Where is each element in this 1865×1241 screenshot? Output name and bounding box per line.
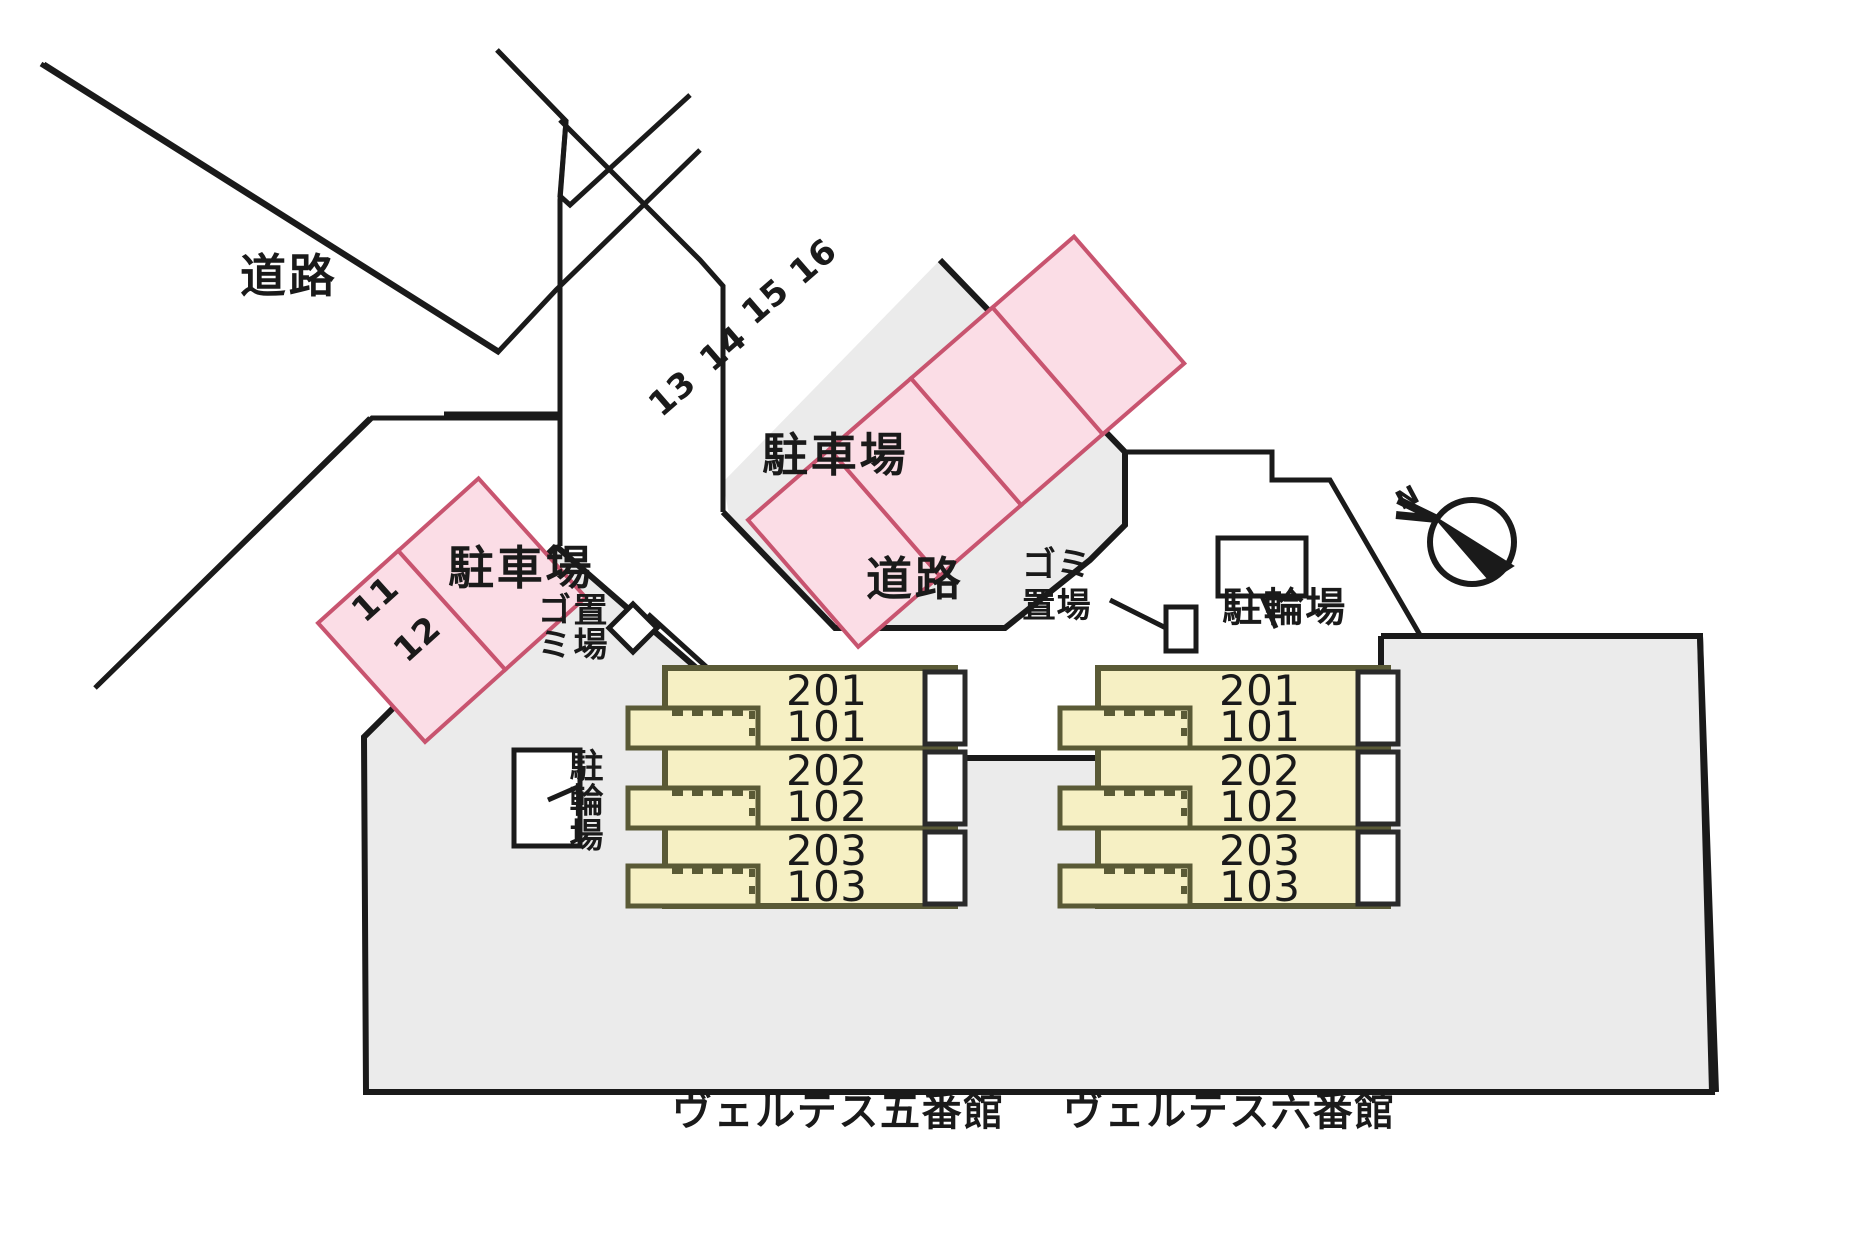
site-right-top-edge [1381, 633, 1719, 1093]
garbage-west-marker[interactable] [605, 600, 661, 656]
road-to-north-lot [558, 118, 726, 512]
building-1-unit-102: 102 [786, 782, 868, 831]
building-2-unit-101: 101 [1219, 702, 1301, 751]
building-2-stair-2 [1355, 749, 1401, 827]
garbage-label-west-line1: ゴミ [531, 592, 571, 662]
bicycle-parking-west-box[interactable] [511, 747, 583, 849]
garbage-east-leader [1108, 597, 1168, 631]
building-1-name: ヴェルテス五番館 [672, 1089, 1005, 1135]
building-1-unit-101: 101 [786, 702, 868, 751]
garbage-east-marker-group [1108, 597, 1199, 654]
bicycle-parking-label-west: 駐輪場 [563, 748, 603, 853]
north-parking-stall-group [745, 233, 1188, 650]
building-1-unit-201: 201 [786, 666, 868, 715]
garbage-label-west: ゴミ 置場 [531, 592, 607, 662]
bicycle-parking-west-group [511, 747, 583, 849]
building-2-unit-102: 102 [1219, 782, 1301, 831]
building-1-stair-2 [922, 749, 968, 827]
building-2-group [1057, 665, 1401, 909]
compass-needle-icon [1435, 517, 1515, 582]
compass-rose [1395, 496, 1517, 587]
building-1-stair-3 [922, 829, 968, 907]
building-2-unit-203: 203 [1219, 826, 1301, 875]
building-1-stair-1 [922, 669, 968, 747]
building-2-unit-103: 103 [1219, 862, 1301, 911]
garbage-west-marker-group [605, 600, 714, 674]
building-2-stair-3 [1355, 829, 1401, 907]
building-2-unit-201: 201 [1219, 666, 1301, 715]
bicycle-parking-east-group [1215, 535, 1309, 630]
road-upper-diagonal [495, 48, 692, 209]
road-nw-edge-b [95, 415, 563, 688]
stall-16-box[interactable] [989, 233, 1188, 438]
parking-label-north: 駐車場 [762, 428, 909, 482]
bicycle-parking-label-east: 駐輪場 [1222, 585, 1347, 631]
garbage-east-marker[interactable] [1163, 604, 1199, 654]
road-label-center: 道路 [866, 552, 964, 606]
road-nw-edge-a [39, 61, 702, 356]
building-1-unit-103: 103 [786, 862, 868, 911]
bicycle-parking-east-leader [1259, 594, 1279, 630]
building-2-unit-202: 202 [1219, 746, 1301, 795]
road-nw-line-1 [35, 47, 424, 68]
road-label-northwest: 道路 [240, 249, 338, 303]
building-2-stair-1 [1355, 669, 1401, 747]
garbage-label-east-line1: ゴミ [1022, 545, 1092, 585]
stall-12-box[interactable] [395, 475, 589, 673]
road-central-link [1088, 452, 1128, 562]
building-1-unit-203: 203 [786, 826, 868, 875]
parking-label-west: 駐車場 [448, 541, 595, 595]
road-northwest-upper-edge [40, 42, 452, 72]
road-central-south-edge [1125, 449, 1423, 637]
garbage-west-leader [646, 612, 714, 674]
bicycle-parking-west-leader [546, 783, 582, 803]
garbage-label-west-line2: 置場 [567, 592, 607, 662]
compass-north-arrow-icon [1395, 496, 1439, 523]
west-parking-stall-group [315, 475, 589, 745]
garbage-label-east: ゴミ 置場 [1022, 545, 1092, 623]
garbage-label-east-line2: 置場 [1022, 585, 1092, 626]
building-1-unit-202: 202 [786, 746, 868, 795]
building-2-name: ヴェルテス六番館 [1063, 1089, 1396, 1135]
building-1-group [625, 665, 968, 909]
road-jog [444, 48, 569, 417]
